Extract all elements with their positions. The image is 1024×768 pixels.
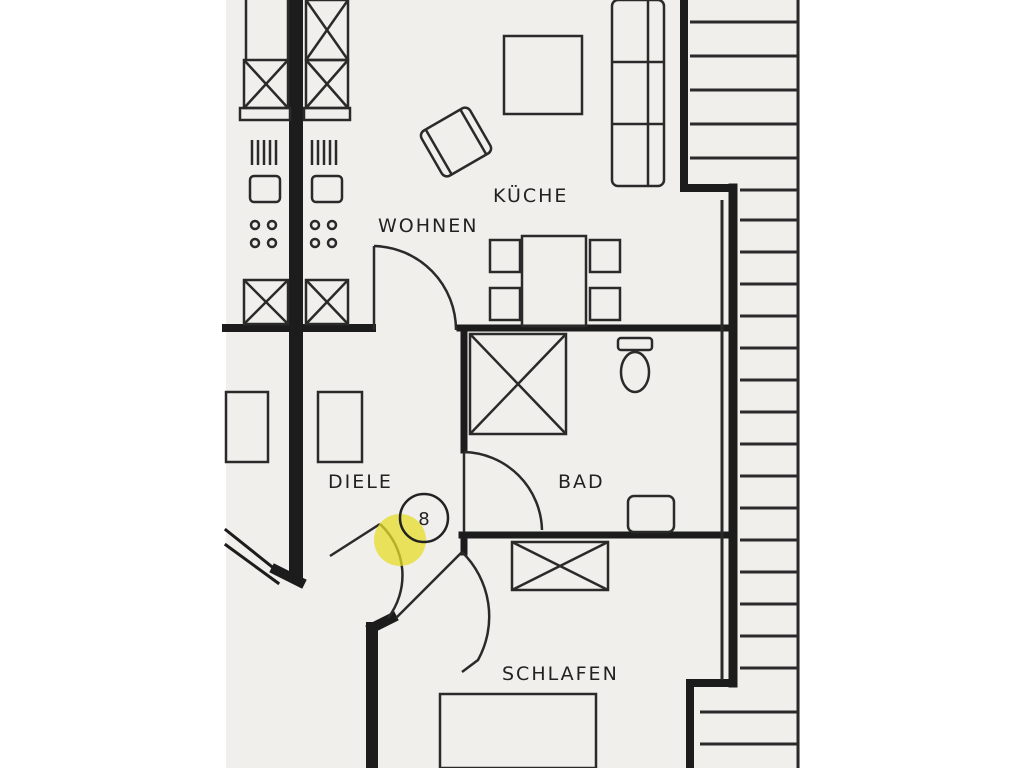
dining-table xyxy=(520,234,588,328)
room-label-schlafen: SCHLAFEN xyxy=(502,663,619,685)
bed xyxy=(438,692,598,768)
paper-background xyxy=(226,0,800,768)
walls xyxy=(222,0,738,768)
chair xyxy=(588,238,622,274)
room-label-bad: BAD xyxy=(558,471,605,493)
room-label-diele: DIELE xyxy=(328,471,393,493)
coffee-table xyxy=(502,34,584,116)
unit-marker-number: 8 xyxy=(418,509,429,530)
room-label-kueche: KÜCHE xyxy=(493,184,568,207)
toilet-bowl xyxy=(619,350,651,394)
unit-marker-circle xyxy=(398,492,450,544)
room-label-wohnen: WOHNEN xyxy=(378,215,478,237)
wardrobe-left xyxy=(224,390,270,464)
bath-cabinet xyxy=(510,540,610,592)
living-furniture xyxy=(419,0,666,328)
chair xyxy=(488,238,522,274)
shower xyxy=(468,332,568,436)
toilet-tank xyxy=(616,336,654,352)
staircase xyxy=(690,0,800,768)
marker-highlight xyxy=(374,514,426,566)
chair xyxy=(488,286,522,322)
kitchen-counter-left xyxy=(238,0,352,326)
bathroom-fixtures xyxy=(468,332,676,592)
hallway-furniture xyxy=(224,390,364,464)
chair xyxy=(588,286,622,322)
sink xyxy=(626,494,676,534)
cabinet xyxy=(316,390,364,464)
armchair xyxy=(419,106,493,178)
sofa xyxy=(610,0,666,188)
